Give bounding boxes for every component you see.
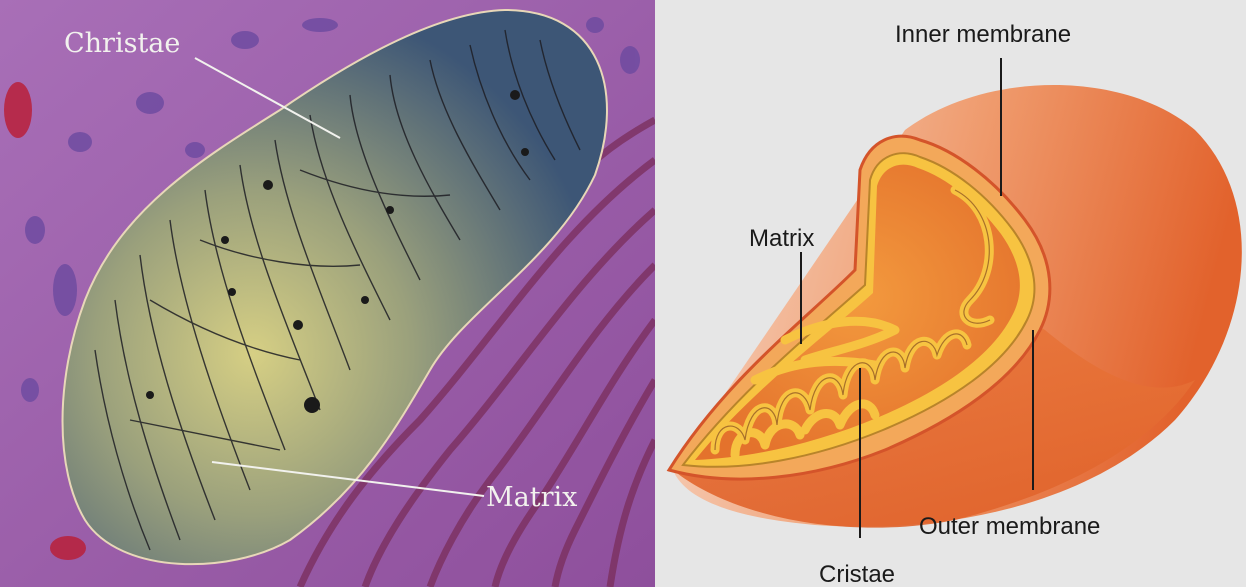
inner-membrane-label: Inner membrane	[895, 21, 1071, 48]
micrograph-image: Christae Matrix	[0, 0, 655, 587]
red-organelle	[4, 82, 32, 138]
mitochondrion-diagram: Inner membrane Matrix Outer membrane Cri…	[655, 0, 1246, 587]
christae-label: Christae	[64, 28, 180, 59]
matrix-label: Matrix	[749, 225, 814, 252]
matrix-label: Matrix	[486, 482, 577, 513]
red-organelle	[50, 536, 86, 560]
diagram-panel: Inner membrane Matrix Outer membrane Cri…	[655, 0, 1246, 587]
outer-membrane-label: Outer membrane	[919, 513, 1100, 540]
micrograph-panel: Christae Matrix	[0, 0, 655, 587]
cristae-label: Cristae	[819, 561, 895, 587]
